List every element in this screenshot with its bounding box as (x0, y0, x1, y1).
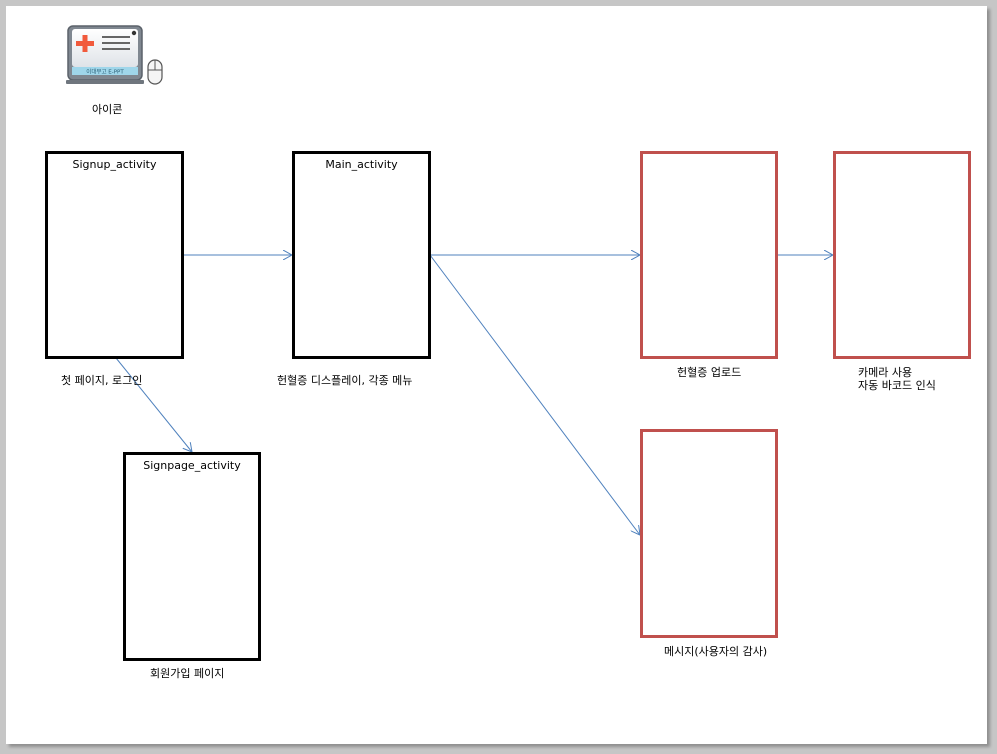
arrow-main-to-message (429, 254, 640, 535)
camera-box (833, 151, 971, 359)
main-caption: 헌혈증 디스플레이, 각종 메뉴 (277, 374, 413, 387)
app-icon: 이대부고 E-PPT (62, 24, 172, 90)
signup-activity-title: Signup_activity (72, 158, 157, 171)
message-box (640, 429, 778, 638)
main-activity-title: Main_activity (325, 158, 398, 171)
main-activity-box: Main_activity (292, 151, 431, 359)
icon-screen-text: 이대부고 E-PPT (86, 68, 124, 76)
message-caption: 메시지(사용자의 감사) (664, 645, 768, 658)
arrow-signup-to-signpage (115, 357, 192, 452)
upload-caption: 헌혈증 업로드 (677, 366, 742, 379)
signup-caption: 첫 페이지, 로그인 (61, 374, 143, 387)
icon-caption: 아이콘 (92, 103, 123, 116)
signpage-activity-title: Signpage_activity (143, 459, 241, 472)
signup-activity-box: Signup_activity (45, 151, 184, 359)
signpage-caption: 회원가입 페이지 (150, 667, 225, 680)
camera-caption: 카메라 사용 자동 바코드 인식 (858, 366, 936, 392)
signpage-activity-box: Signpage_activity (123, 452, 261, 661)
upload-box (640, 151, 778, 359)
